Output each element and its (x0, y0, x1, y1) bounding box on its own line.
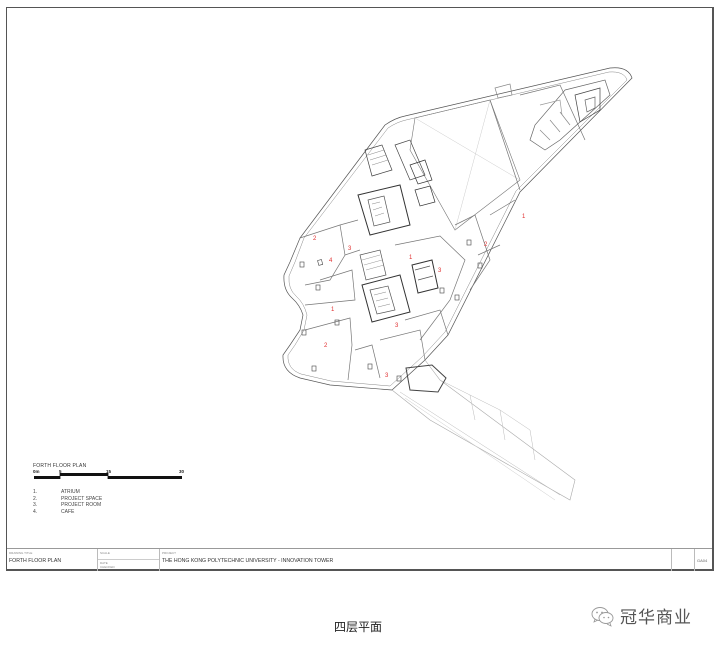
scale-bar-title: FORTH FLOOR PLAN (33, 463, 87, 469)
svg-text:3: 3 (385, 373, 389, 379)
legend-item: 4. CAFE (33, 508, 75, 515)
scale-tick: 5 (59, 469, 62, 474)
project-name: THE HONG KONG POLYTECHNIC UNIVERSITY - I… (162, 558, 334, 564)
scale-tick: 30 (179, 469, 185, 474)
drawing-title: FORTH FLOOR PLAN (9, 558, 62, 564)
legend-item: 1. ATRIUM (33, 489, 80, 495)
legend-item: 3. PROJECT ROOM (33, 502, 102, 508)
room-labels: 1 2 2 4 3 1 3 1 3 2 3 (313, 214, 526, 379)
title-block-code-cell: GA04 (694, 549, 712, 571)
figure-caption: 四层平面 (334, 620, 383, 634)
svg-text:3: 3 (395, 323, 399, 329)
title-block-project-cell: PROJECT THE HONG KONG POLYTECHNIC UNIVER… (160, 549, 672, 571)
watermark-text: 冠华商业 (620, 608, 692, 628)
legend-item: 2. PROJECT SPACE (33, 495, 103, 502)
drawing-code: GA04 (697, 558, 708, 563)
title-block-scale-cell: SCALE DATE CHECKED (98, 549, 160, 571)
svg-text:2: 2 (324, 343, 328, 349)
svg-text:1: 1 (331, 307, 335, 313)
svg-text:2: 2 (484, 242, 488, 248)
title-block: DRAWING TITLE FORTH FLOOR PLAN SCALE DAT… (7, 548, 712, 571)
scale-tick: 0m (33, 469, 40, 474)
svg-text:1: 1 (409, 255, 413, 261)
scale-tick: 15 (106, 469, 112, 474)
svg-text:2: 2 (313, 236, 317, 242)
wechat-icon (591, 606, 614, 627)
svg-text:4: 4 (329, 258, 333, 264)
room-legend: 1. ATRIUM 2. PROJECT SPACE 3. PROJECT RO… (33, 489, 102, 515)
title-block-drawing-title-cell: DRAWING TITLE FORTH FLOOR PLAN (7, 549, 98, 571)
svg-text:1: 1 (522, 214, 526, 220)
watermark: 冠华商业 (590, 603, 692, 628)
svg-text:3: 3 (348, 246, 352, 252)
scale-bar (34, 473, 182, 479)
svg-text:3: 3 (438, 268, 442, 274)
